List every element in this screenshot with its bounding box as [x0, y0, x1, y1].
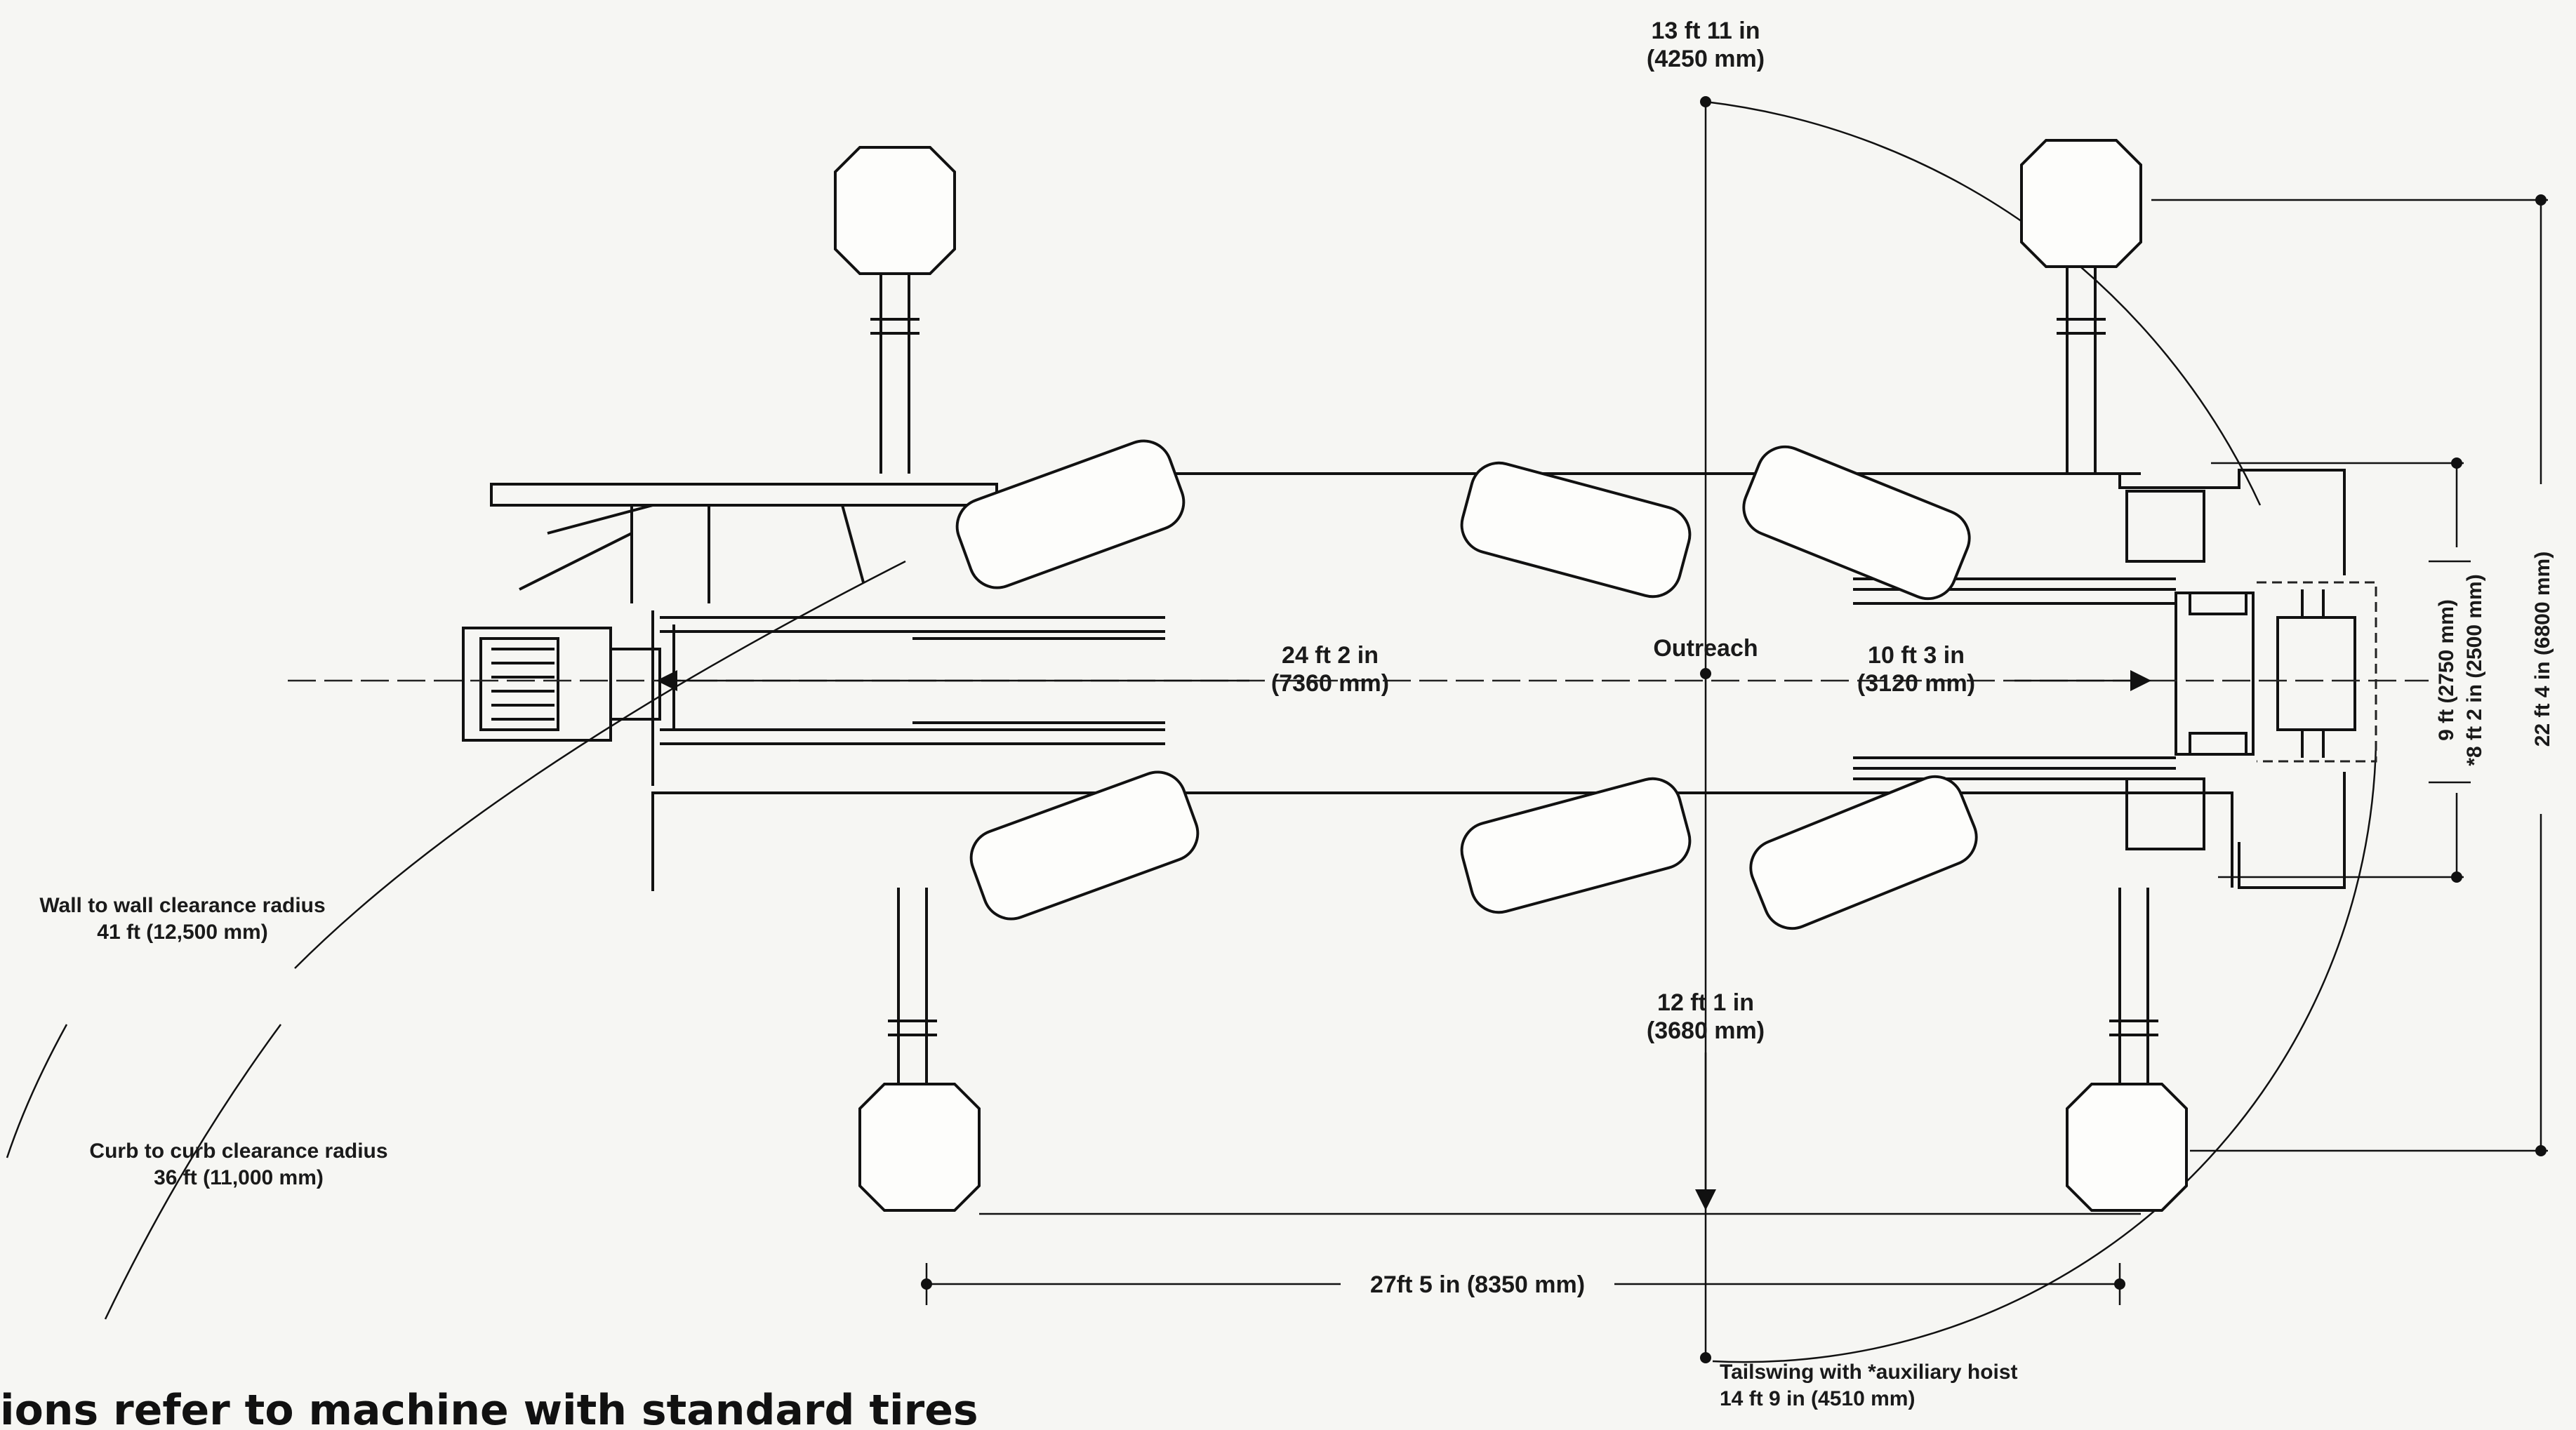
wheelbase-span: 27ft 5 in (8350 mm) — [1370, 1271, 1585, 1298]
wall-clearance-arc — [294, 560, 906, 969]
curb-clearance-arc — [6, 1024, 68, 1158]
outrigger-pad-top-right — [2020, 139, 2142, 268]
width-dim-1: 9 ft (2750 mm) — [2435, 599, 2458, 741]
width-dim-3: 22 ft 4 in (6800 mm) — [2531, 552, 2554, 747]
top-outreach-dim-2: (4250 mm) — [1647, 46, 1765, 72]
curb-clearance-arc-2 — [104, 1024, 282, 1320]
outrigger-pad-bottom-right — [2066, 1083, 2188, 1212]
wall-clearance-2: 41 ft (12,500 mm) — [97, 921, 267, 944]
width-dim-2: *8 ft 2 in (2500 mm) — [2463, 574, 2486, 766]
curb-clearance-1: Curb to curb clearance radius — [89, 1140, 387, 1163]
outrigger-pad-top-left — [834, 146, 956, 275]
chassis-outline — [651, 469, 2346, 891]
wall-clearance-1: Wall to wall clearance radius — [39, 894, 325, 917]
front-dim-2: (3120 mm) — [1857, 670, 1975, 697]
curb-clearance-2: 36 ft (11,000 mm) — [154, 1166, 324, 1189]
dimension-lines — [288, 96, 2548, 1363]
caption: ions refer to machine with standard tire… — [0, 1386, 978, 1430]
hook-block — [462, 627, 661, 742]
front-end — [2175, 581, 2377, 763]
tires — [955, 439, 1978, 930]
boom-length-2: (7360 mm) — [1271, 670, 1389, 697]
front-dim-1: 10 ft 3 in — [1868, 642, 1965, 669]
lower-outreach-dim-2: (3680 mm) — [1647, 1017, 1765, 1044]
outreach-label: Outreach — [1653, 635, 1758, 662]
tailswing-1: Tailswing with *auxiliary hoist — [1720, 1361, 2018, 1384]
tailswing-2: 14 ft 9 in (4510 mm) — [1720, 1387, 1915, 1410]
outreach-arc — [1705, 100, 2262, 506]
lower-outreach-dim-1: 12 ft 1 in — [1657, 989, 1754, 1016]
outrigger-pad-bottom-left — [858, 1083, 981, 1212]
outrigger-beams — [870, 218, 2158, 1109]
boom-length-1: 24 ft 2 in — [1282, 642, 1379, 669]
top-outreach-dim-1: 13 ft 11 in — [1652, 18, 1760, 44]
